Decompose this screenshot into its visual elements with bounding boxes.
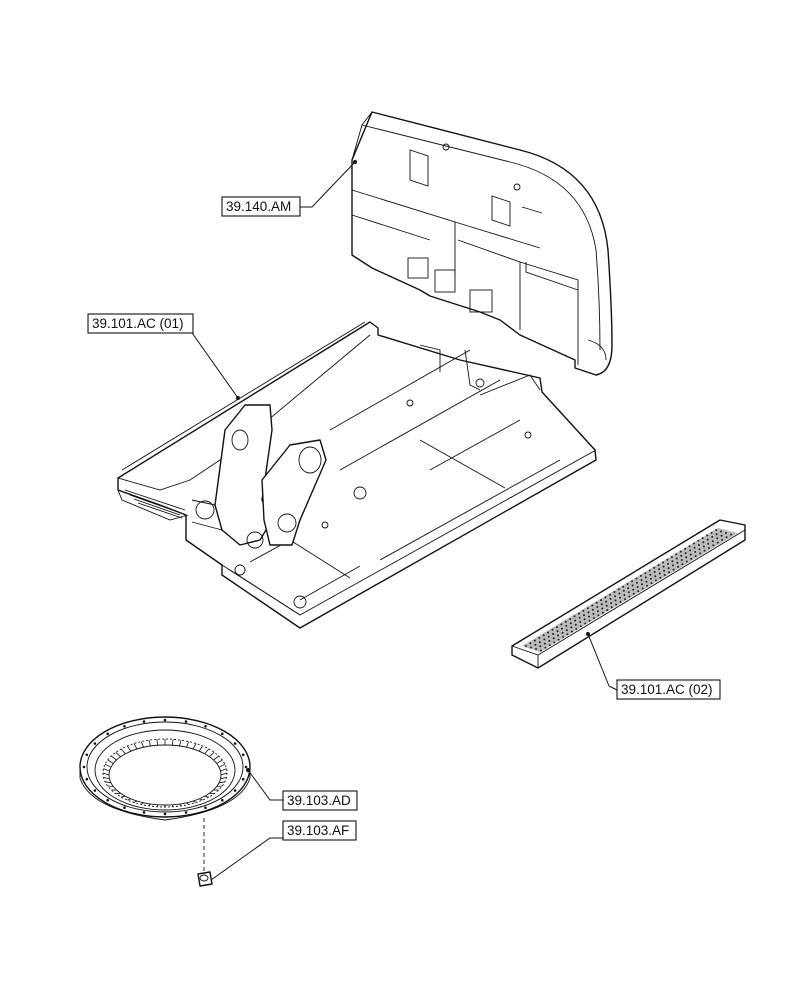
callout-bolt-label: 39.103.AF: [287, 823, 349, 838]
slewing-ring-teeth: [82, 718, 248, 816]
callout-frame-label: 39.101.AC (01): [92, 316, 184, 331]
step-plate-drawing: [511, 519, 746, 669]
callout-bolt: 39.103.AF: [210, 820, 357, 881]
callout-counterweight-label: 39.140.AM: [226, 199, 291, 214]
callout-frame: 39.101.AC (01): [87, 313, 240, 400]
callout-slewing-ring-label: 39.103.AD: [287, 793, 351, 808]
slewing-ring-drawing: [79, 716, 251, 821]
callout-slewing-ring: 39.103.AD: [246, 768, 358, 811]
callout-step-plate: 39.101.AC (02): [586, 632, 721, 700]
callout-step-plate-label: 39.101.AC (02): [621, 682, 713, 697]
bolt-drawing: [197, 818, 213, 887]
upper-frame-drawing: [117, 321, 597, 629]
counterweight-drawing: [351, 111, 613, 376]
callout-counterweight: 39.140.AM: [221, 160, 357, 217]
step-plate-perforation: [525, 529, 732, 652]
